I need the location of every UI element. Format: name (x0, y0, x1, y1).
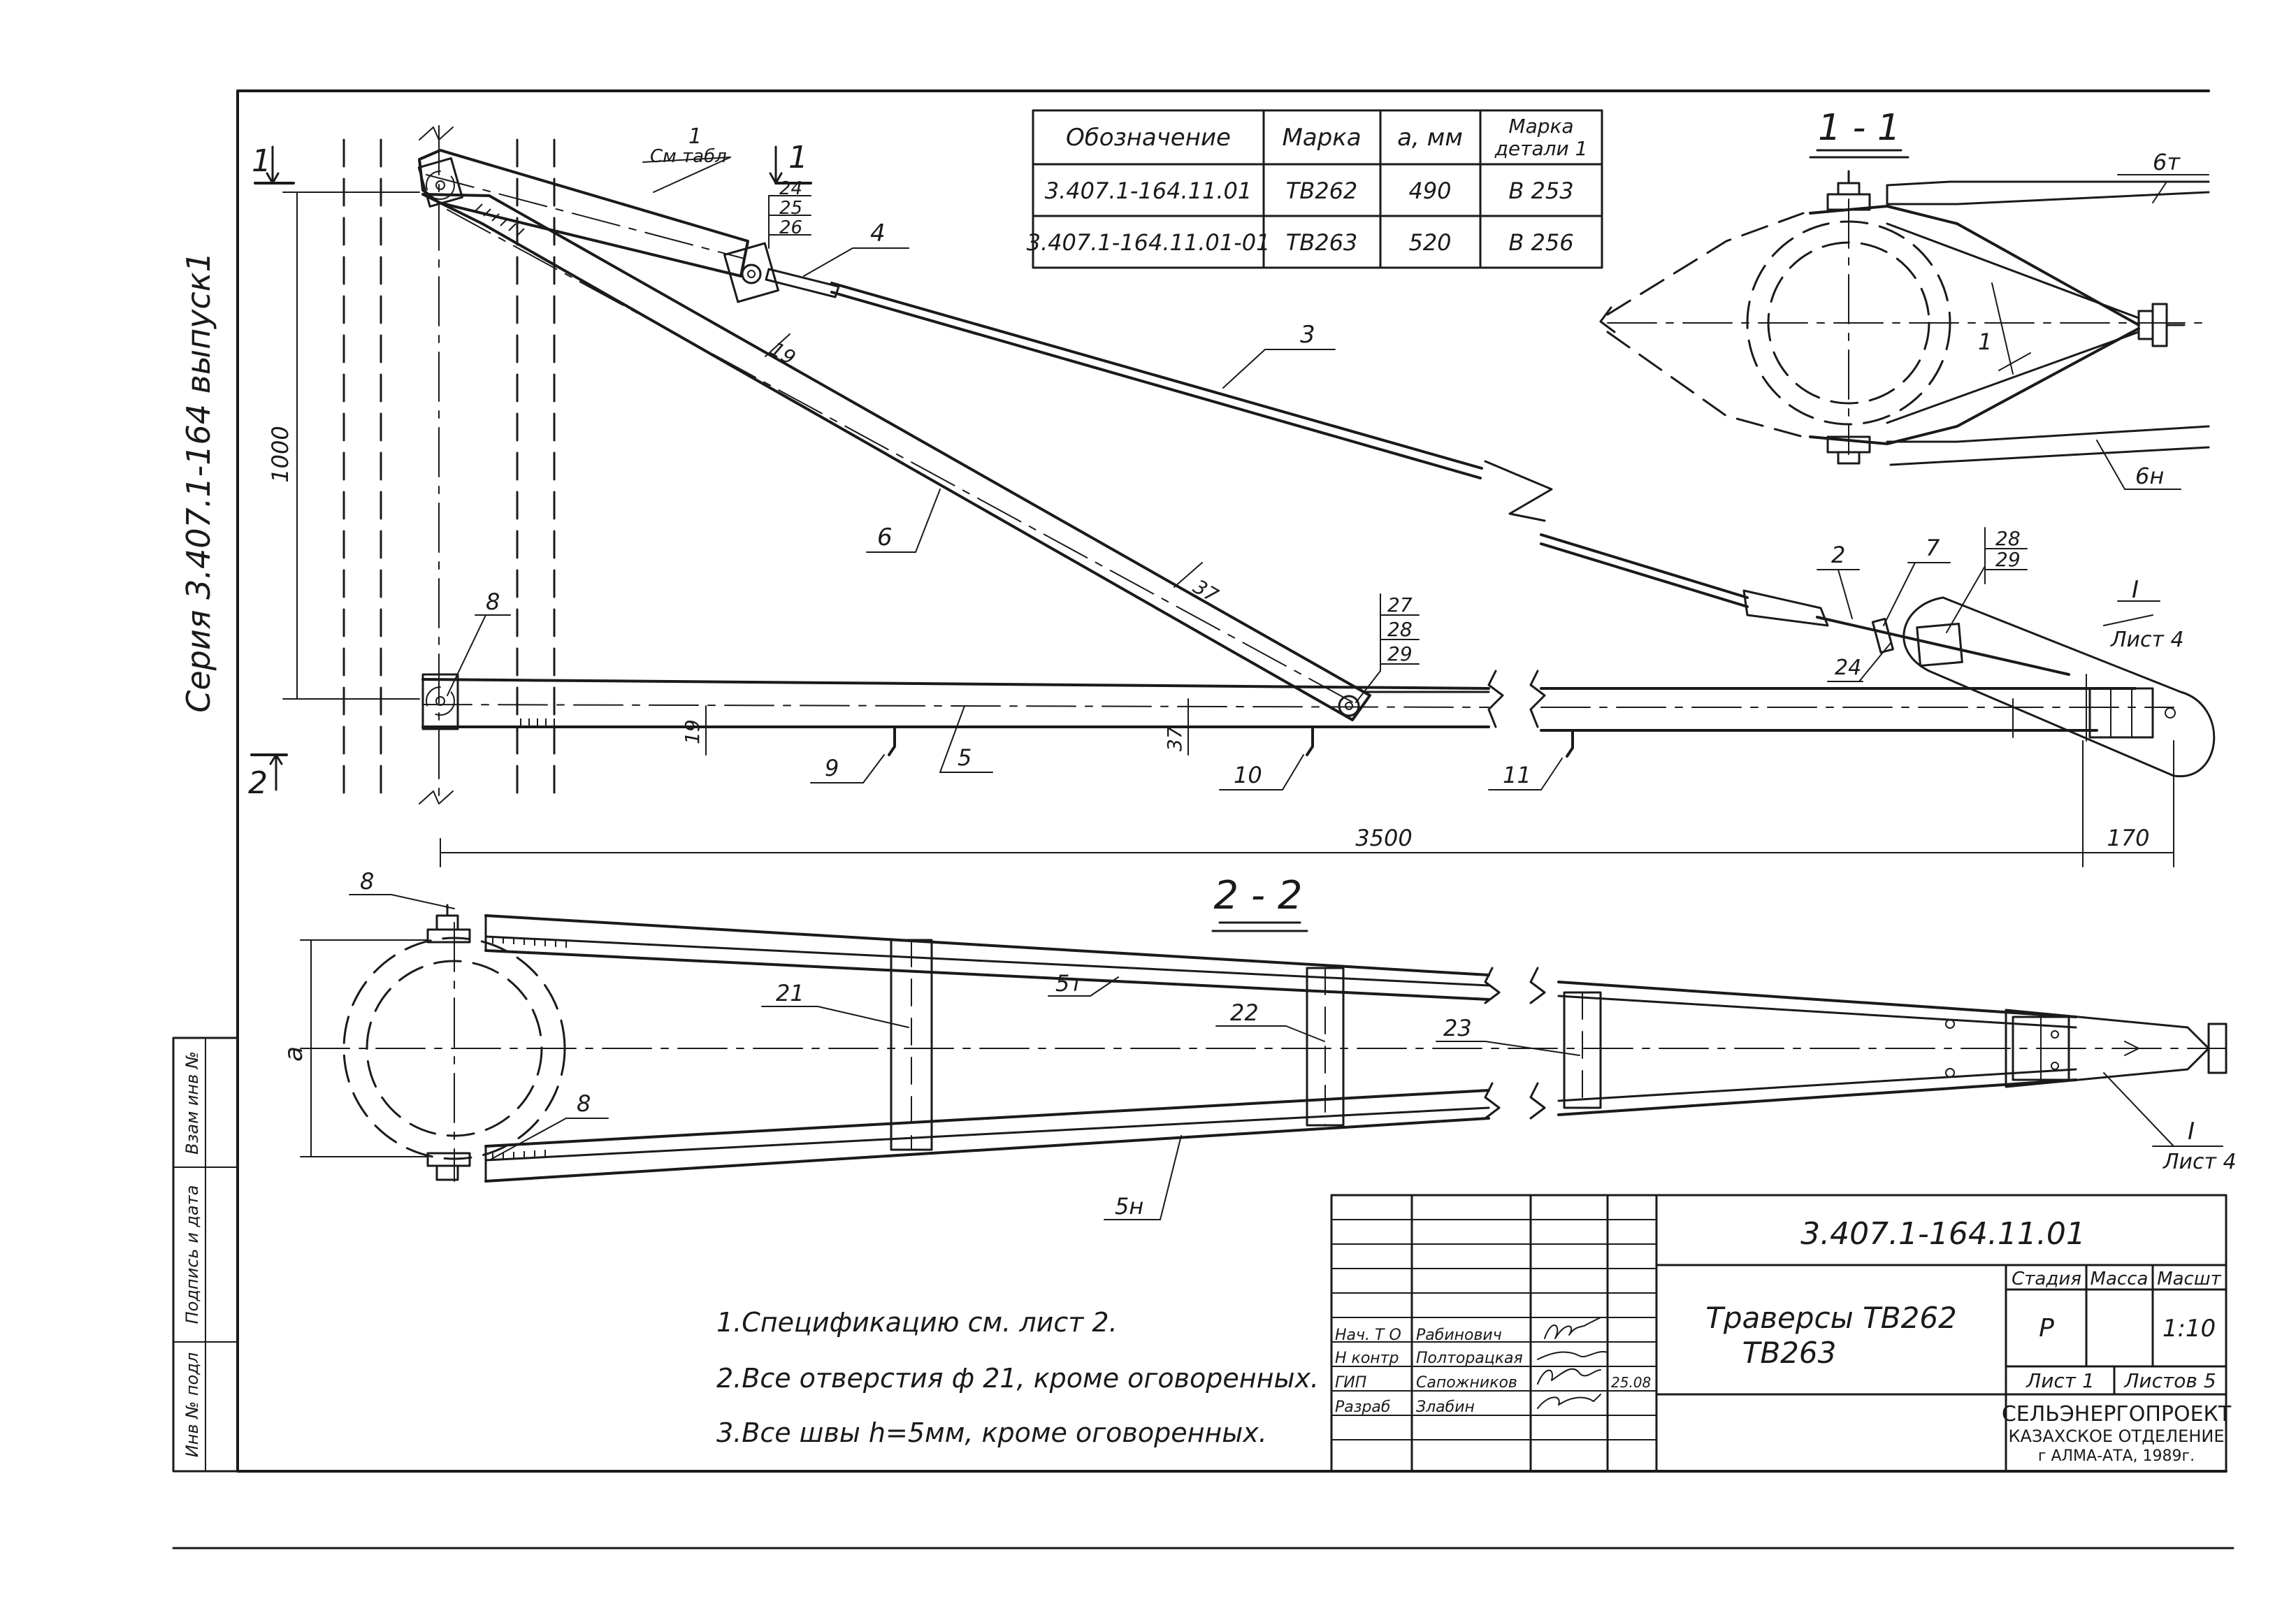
tb-scale-label: Масшт (2157, 1269, 2221, 1290)
detail-list4-bottom: Лист 4 (2163, 1150, 2237, 1174)
table-cell-r1-a: 490 (1408, 178, 1451, 204)
callout-9: 9 (825, 755, 839, 781)
callout-23: 23 (1443, 1015, 1472, 1041)
callout-27: 27 (1387, 593, 1413, 616)
callout-6n: 6н (2135, 463, 2164, 489)
callout-8c: 8 (577, 1090, 591, 1117)
callout-3: 3 (1300, 321, 1315, 349)
callout-10: 10 (1234, 762, 1262, 788)
callout-11: 11 (1503, 762, 1531, 788)
note-1: 1.Спецификацию см. лист 2. (716, 1307, 1118, 1338)
callout-7: 7 (1926, 535, 1940, 561)
stamp-replace: Взам инв № (182, 1051, 202, 1155)
callout-6t: 6т (2153, 149, 2181, 175)
detail-I-bottom: I (2188, 1118, 2195, 1146)
dim-37a: 37 (1163, 726, 1186, 751)
tb-sheets: Листов 5 (2123, 1369, 2216, 1392)
callout-29b: 29 (1995, 548, 2021, 571)
tb-mass-label: Масса (2091, 1269, 2149, 1290)
tb-org-1: СЕЛЬЭНЕРГОПРОЕКТ (2002, 1402, 2232, 1426)
table-cell-r1-part: В 253 (1508, 178, 1573, 204)
table-cell-r1-designation: 3.407.1-164.11.01 (1045, 178, 1252, 204)
detail-list4-top: Лист 4 (2110, 628, 2184, 652)
tb-title-2: ТВ263 (1742, 1336, 1837, 1370)
signatures (1537, 1317, 1608, 1409)
tb-stage-label: Стадия (2012, 1269, 2081, 1290)
tb-name-1: Рабинович (1416, 1327, 1502, 1344)
series-label: Серия 3.407.1-164 выпуск1 (180, 252, 217, 712)
table-cell-r2-mark: ТВ263 (1286, 229, 1358, 256)
table-header-part-mark-1: Марка (1508, 115, 1573, 138)
cut1-left-label: 1 (252, 143, 271, 179)
table-cell-r2-a: 520 (1408, 229, 1451, 256)
section-1-1: 1 - 1 6т (1599, 107, 2210, 490)
tb-role-3: ГИП (1335, 1374, 1366, 1392)
dim-19a: 19 (681, 719, 704, 744)
section-22-title: 2 - 2 (1213, 873, 1302, 918)
callout-sm-tabl: См табл (650, 146, 727, 167)
callout-29a: 29 (1387, 642, 1413, 665)
detail-I-top: I (2132, 576, 2139, 604)
tb-scale-value: 1:10 (2163, 1315, 2216, 1343)
callout-5: 5 (958, 744, 972, 771)
callouts-elevation: 1 См табл 24 25 26 4 3 6 8 27 28 29 (447, 124, 2184, 790)
note-3: 3.Все швы h=5мм, кроме оговоренных. (716, 1417, 1267, 1448)
table-cell-r2-part: В 256 (1508, 229, 1573, 256)
callout-28b: 28 (1995, 527, 2021, 550)
cut1-right-label: 1 (788, 140, 808, 175)
tb-role-4: Разраб (1335, 1399, 1390, 1416)
tb-org-3: г АЛМА-АТА, 1989г. (2038, 1447, 2195, 1465)
table-header-a: а, мм (1397, 124, 1463, 152)
table-header-mark: Марка (1282, 124, 1361, 152)
callout-21: 21 (776, 980, 804, 1006)
callout-24-bottom: 24 (1835, 656, 1861, 680)
tb-org-2: КАЗАХСКОЕ ОТДЕЛЕНИЕ (2008, 1426, 2224, 1446)
tb-stage-value: Р (2039, 1314, 2054, 1343)
callout-8b: 8 (360, 868, 374, 895)
note-2: 2.Все отверстия ф 21, кроме оговоренных. (716, 1363, 1319, 1394)
tb-name-3: Сапожников (1416, 1374, 1517, 1392)
callout-25: 25 (779, 198, 802, 219)
section-2-2: 2 - 2 (280, 868, 2237, 1220)
tb-sheet: Лист 1 (2026, 1369, 2095, 1392)
table-cell-r2-designation: 3.407.1-164.11.01-01 (1027, 229, 1271, 256)
callout-26: 26 (779, 217, 802, 238)
tb-name-4: Злабин (1416, 1399, 1475, 1416)
dim-170: 170 (2107, 825, 2149, 851)
dim-3500: 3500 (1355, 825, 1412, 851)
callout-5n: 5н (1115, 1193, 1143, 1220)
callout-24-top: 24 (779, 178, 802, 199)
stamp-inv: Инв № подл (182, 1352, 202, 1457)
section-11-title: 1 - 1 (1818, 107, 1900, 149)
tb-role-2: Н контр (1335, 1350, 1399, 1367)
tb-name-2: Полторацкая (1416, 1350, 1523, 1367)
dim-19b: 19 (767, 337, 800, 369)
tb-code: 3.407.1-164.11.01 (1800, 1216, 2086, 1252)
callout-1-section: 1 (1978, 328, 1992, 355)
dim-1000: 1000 (267, 426, 294, 482)
table-cell-r1-mark: ТВ262 (1286, 178, 1358, 204)
title-block: 3.407.1-164.11.01 Траверсы ТВ262 ТВ263 С… (1330, 1194, 2232, 1473)
callout-8a: 8 (486, 588, 500, 615)
data-table: Обозначение Марка а, мм Марка детали 1 3… (1027, 109, 1603, 269)
callout-6: 6 (877, 523, 893, 551)
tb-title-1: Траверсы ТВ262 (1705, 1301, 1957, 1335)
callout-5t: 5т (1055, 970, 1083, 997)
callout-28a: 28 (1387, 618, 1413, 641)
dim-a: а (280, 1046, 308, 1062)
notes: 1.Спецификацию см. лист 2. 2.Все отверст… (716, 1307, 1319, 1448)
callout-4: 4 (870, 219, 886, 247)
tb-date: 25.08 (1611, 1374, 1651, 1391)
cut2-label: 2 (248, 765, 268, 801)
callout-2: 2 (1831, 542, 1845, 568)
callout-1: 1 (688, 124, 702, 149)
callout-22: 22 (1230, 999, 1259, 1026)
table-header-part-mark-2: детали 1 (1494, 137, 1588, 160)
stamp-signature: Подпись и дата (182, 1185, 202, 1324)
table-header-designation: Обозначение (1066, 124, 1231, 152)
side-stamp: Инв № подл Подпись и дата Взам инв № (172, 1036, 239, 1473)
tb-role-1: Нач. Т О (1335, 1327, 1401, 1344)
dim-37b: 37 (1190, 575, 1223, 607)
